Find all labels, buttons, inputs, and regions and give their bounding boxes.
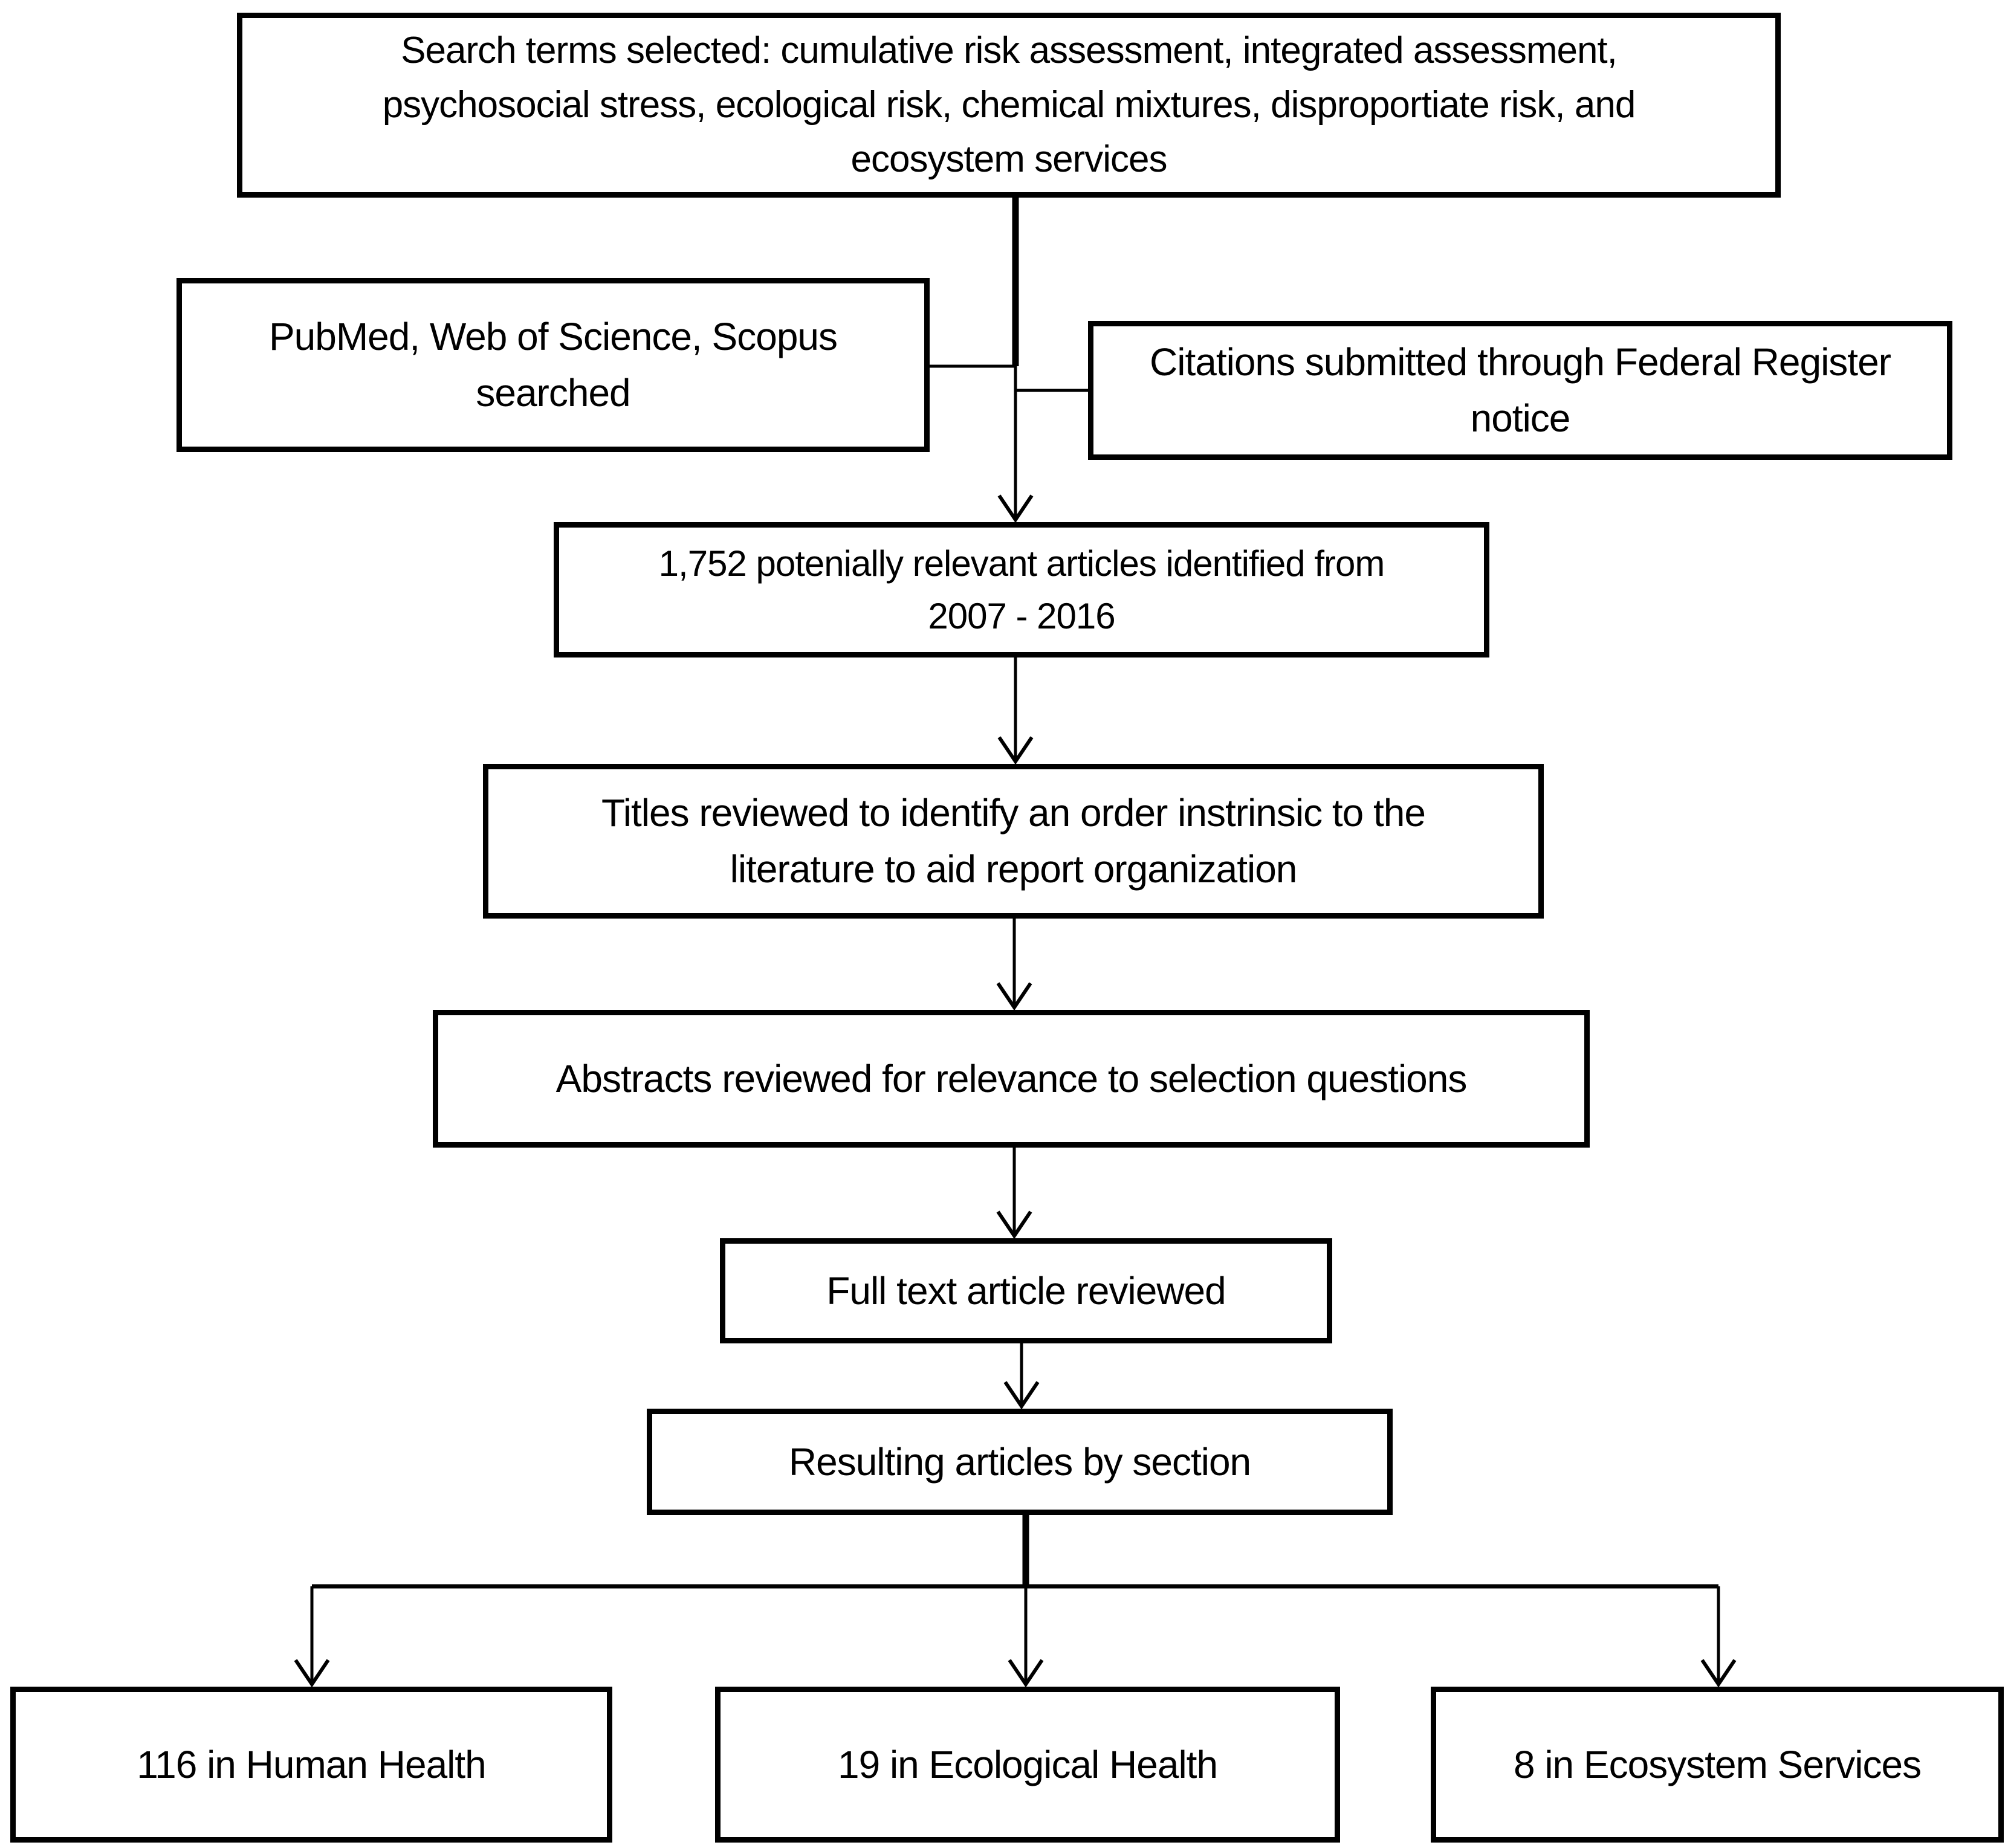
node-human-health: 116 in Human Health xyxy=(10,1687,612,1843)
arrowhead-identified xyxy=(997,494,1034,523)
node-titles-reviewed: Titles reviewed to identify an order ins… xyxy=(483,764,1544,919)
arrowhead-resulting xyxy=(1003,1381,1040,1410)
arrowhead-fulltext xyxy=(996,1210,1032,1239)
node-resulting-articles: Resulting articles by section xyxy=(647,1409,1393,1515)
node-federal-register: Citations submitted through Federal Regi… xyxy=(1088,321,1952,460)
arrowhead-abstracts xyxy=(996,982,1032,1011)
node-ecological-health: 19 in Ecological Health xyxy=(715,1687,1340,1843)
node-abstracts-reviewed: Abstracts reviewed for relevance to sele… xyxy=(433,1010,1590,1148)
node-identified-articles: 1,752 potenially relevant articles ident… xyxy=(554,522,1489,657)
arrowhead-ecological-health xyxy=(1008,1659,1044,1688)
arrowhead-ecosystem-services xyxy=(1700,1659,1737,1688)
node-full-text-reviewed: Full text article reviewed xyxy=(720,1238,1332,1343)
node-search-terms: Search terms selected: cumulative risk a… xyxy=(237,13,1781,198)
node-ecosystem-services: 8 in Ecosystem Services xyxy=(1431,1687,2004,1843)
arrowhead-titles xyxy=(997,736,1034,765)
node-databases-searched: PubMed, Web of Science, Scopus searched xyxy=(177,278,930,452)
arrowhead-human-health xyxy=(294,1659,330,1688)
